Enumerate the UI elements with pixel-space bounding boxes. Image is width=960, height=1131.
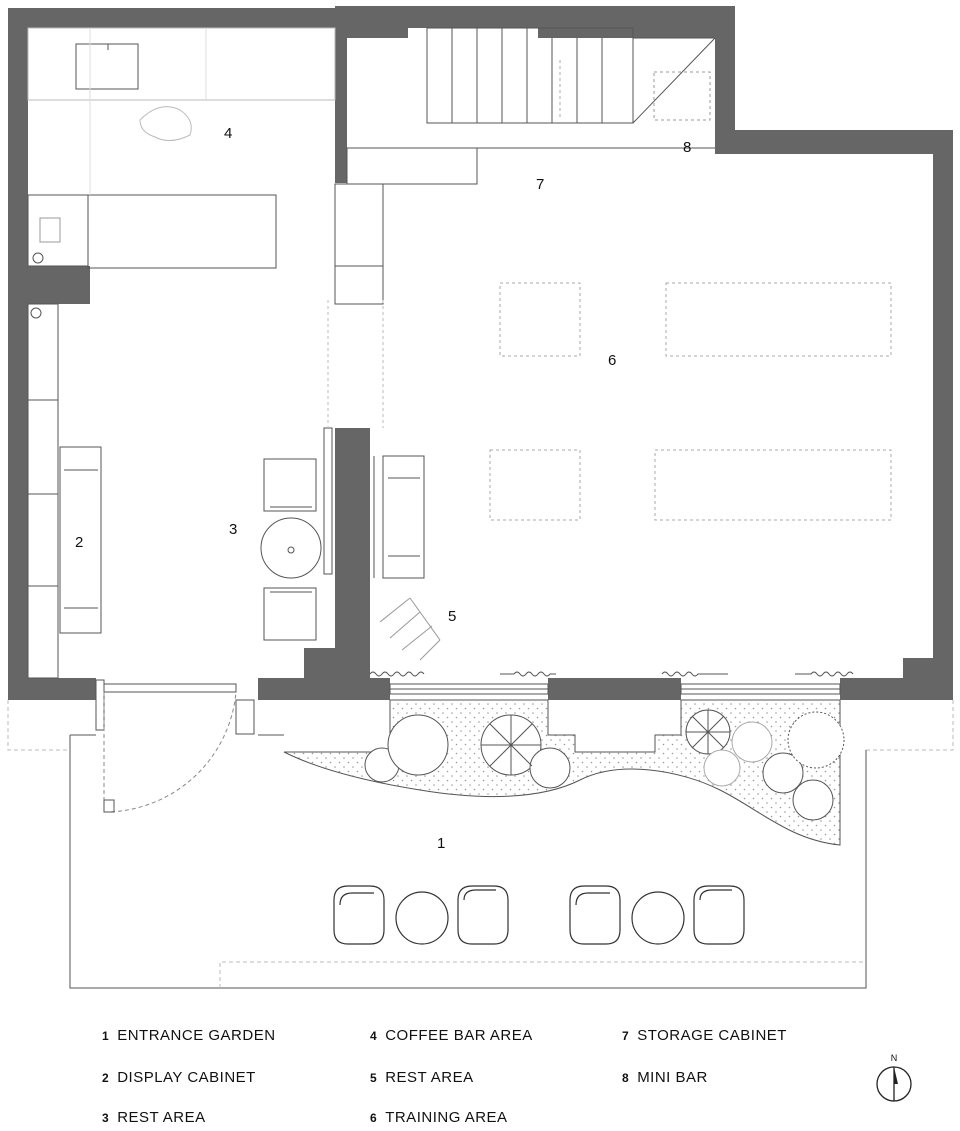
- legend-number: 5: [370, 1071, 378, 1085]
- legend-label: REST AREA: [117, 1109, 206, 1126]
- legend-item-5: 5 REST AREA: [370, 1069, 474, 1086]
- garden-outline: [69, 734, 867, 989]
- legend-item-8: 8 MINI BAR: [622, 1069, 708, 1086]
- legend-item-6: 6 TRAINING AREA: [370, 1109, 508, 1126]
- room-number-3: 3: [229, 521, 237, 538]
- room-number-4: 4: [224, 125, 232, 142]
- legend-number: 3: [102, 1111, 110, 1125]
- legend-number: 6: [370, 1111, 378, 1125]
- display-cabinet-furniture: [27, 303, 102, 679]
- lounge-chair: [379, 597, 441, 661]
- legend-item-4: 4 COFFEE BAR AREA: [370, 1027, 533, 1044]
- curtains: [369, 671, 854, 677]
- legend-label: COFFEE BAR AREA: [385, 1027, 533, 1044]
- garden-plants: [364, 709, 845, 821]
- room-number-8: 8: [683, 139, 691, 156]
- north-arrow-icon: N: [876, 1053, 912, 1102]
- legend-number: 1: [102, 1029, 110, 1043]
- exterior-walls: [8, 6, 953, 700]
- room-number-6: 6: [608, 352, 616, 369]
- room-number-7: 7: [536, 176, 544, 193]
- coffee-bar-furniture: [27, 27, 336, 269]
- legend-label: TRAINING AREA: [385, 1109, 508, 1126]
- interior-cutouts: [347, 28, 538, 148]
- legend-label: ENTRANCE GARDEN: [117, 1027, 276, 1044]
- legend-number: 4: [370, 1029, 378, 1043]
- legend-label: STORAGE CABINET: [637, 1027, 787, 1044]
- legend-number: 8: [622, 1071, 630, 1085]
- room-number-1: 1: [437, 835, 445, 852]
- partition-panels: [327, 183, 384, 428]
- north-label: N: [891, 1053, 898, 1063]
- room-number-5: 5: [448, 608, 456, 625]
- floor-plan: 1 2 3 4 5 6 7 8: [7, 6, 954, 989]
- legend-label: REST AREA: [385, 1069, 474, 1086]
- legend-label: DISPLAY CABINET: [117, 1069, 256, 1086]
- legend: 1 ENTRANCE GARDEN 2 DISPLAY CABINET 3 REST …: [0, 1000, 960, 1131]
- legend-number: 2: [102, 1071, 110, 1085]
- legend-item-7: 7 STORAGE CABINET: [622, 1027, 787, 1044]
- room-number-2: 2: [75, 534, 83, 551]
- entrance-door: [95, 679, 255, 813]
- legend-label: MINI BAR: [637, 1069, 708, 1086]
- staircase: [346, 27, 716, 185]
- outdoor-seating: [333, 885, 745, 945]
- legend-number: 7: [622, 1029, 630, 1043]
- windows: [389, 683, 841, 695]
- legend-item-3: 3 REST AREA: [102, 1109, 206, 1126]
- legend-item-1: 1 ENTRANCE GARDEN: [102, 1027, 276, 1044]
- rest-area-furniture: [260, 427, 333, 641]
- training-tables: [489, 282, 892, 521]
- garden-boundary: [7, 700, 954, 751]
- training-bench: [373, 455, 425, 579]
- legend-item-2: 2 DISPLAY CABINET: [102, 1069, 256, 1086]
